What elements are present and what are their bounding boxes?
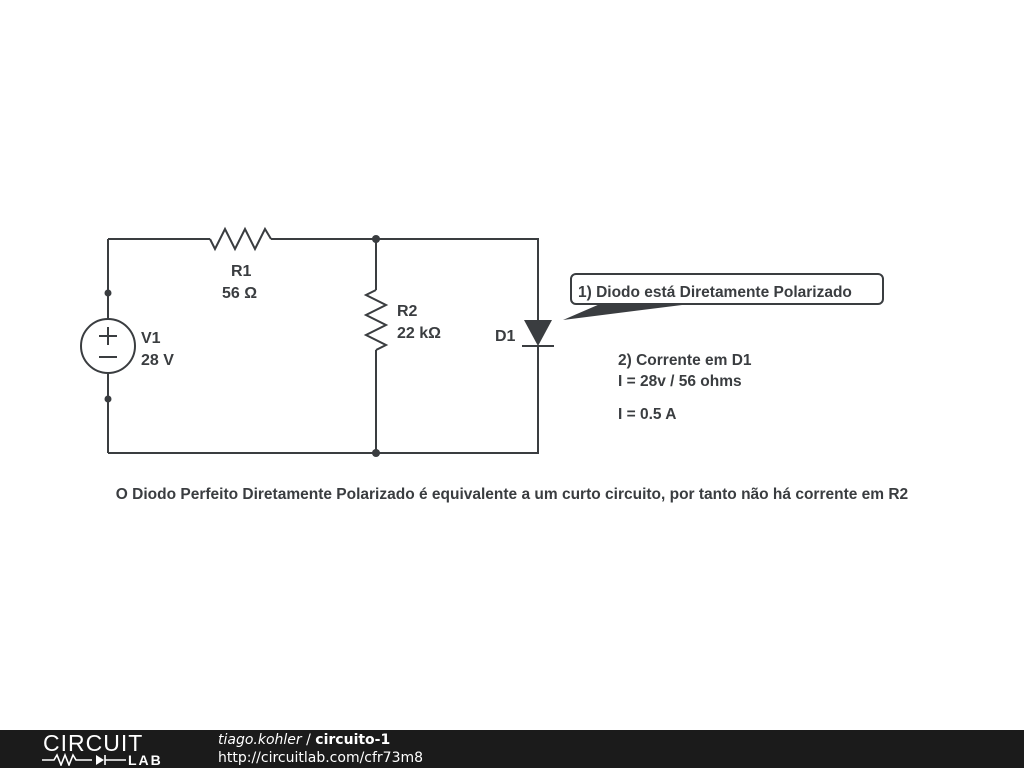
circuitlab-logo[interactable]: CIRCUIT LAB: [40, 730, 180, 768]
wire-bottom: [108, 346, 539, 454]
circuit-schematic: R1 56 Ω R2 22 kΩ V1 28 V D1 1) Diodo est…: [80, 226, 908, 503]
junction-dot: [372, 235, 380, 243]
callout-pointer: [563, 304, 690, 320]
callout-bubble: 1) Diodo está Diretamente Polarizado: [563, 273, 884, 320]
resistor-r2[interactable]: R2 22 kΩ: [363, 289, 441, 351]
v1-value-label: 28 V: [141, 352, 174, 369]
current-formula: I = 28v / 56 ohms: [618, 373, 742, 390]
r1-name-label: R1: [231, 263, 252, 280]
logo-waveform-icon: [42, 752, 126, 766]
resistor-r1[interactable]: R1 56 Ω: [209, 226, 272, 302]
resistor-r2-zigzag: [363, 289, 389, 351]
wires: [107, 238, 539, 454]
title-separator: /: [301, 732, 316, 748]
v1-name-label: V1: [141, 330, 161, 347]
diode-d1[interactable]: D1: [495, 320, 554, 347]
r2-name-label: R2: [397, 303, 418, 320]
circuit-url-link[interactable]: http://circuitlab.com/cfr73m8: [218, 750, 424, 766]
logo-wordmark-bottom: LAB: [128, 752, 163, 768]
conclusion-text: O Diodo Perfeito Diretamente Polarizado …: [116, 486, 908, 503]
d1-name-label: D1: [495, 328, 516, 345]
logo-wordmark-top: CIRCUIT: [43, 730, 144, 756]
current-result: I = 0.5 A: [618, 406, 676, 423]
footer-title-line: tiago.kohler / circuito-1: [218, 731, 423, 749]
voltage-source-circle: [80, 318, 136, 374]
resistor-r1-zigzag: [209, 226, 272, 252]
pin-dot: [104, 289, 112, 297]
circuit-name-link[interactable]: circuito-1: [315, 732, 391, 748]
pin-dot: [104, 395, 112, 403]
voltage-source-v1[interactable]: V1 28 V: [80, 318, 174, 374]
junction-dot: [372, 449, 380, 457]
r2-value-label: 22 kΩ: [397, 325, 441, 342]
author-link[interactable]: tiago.kohler: [218, 732, 302, 748]
current-title: 2) Corrente em D1: [618, 352, 752, 369]
plus-icon: [99, 327, 117, 345]
current-notes: 2) Corrente em D1 I = 28v / 56 ohms I = …: [618, 352, 752, 423]
footer-credits: tiago.kohler / circuito-1 http://circuit…: [218, 731, 423, 767]
callout-text: 1) Diodo está Diretamente Polarizado: [578, 284, 852, 301]
footer-bar: CIRCUIT LAB tiago.kohler / circuito-1 ht…: [0, 730, 1024, 768]
wire-top-right: [271, 238, 539, 320]
junction-dots: [104, 235, 380, 457]
r1-value-label: 56 Ω: [222, 285, 257, 302]
callout-box: [570, 273, 884, 305]
diode-triangle-icon: [524, 320, 552, 346]
